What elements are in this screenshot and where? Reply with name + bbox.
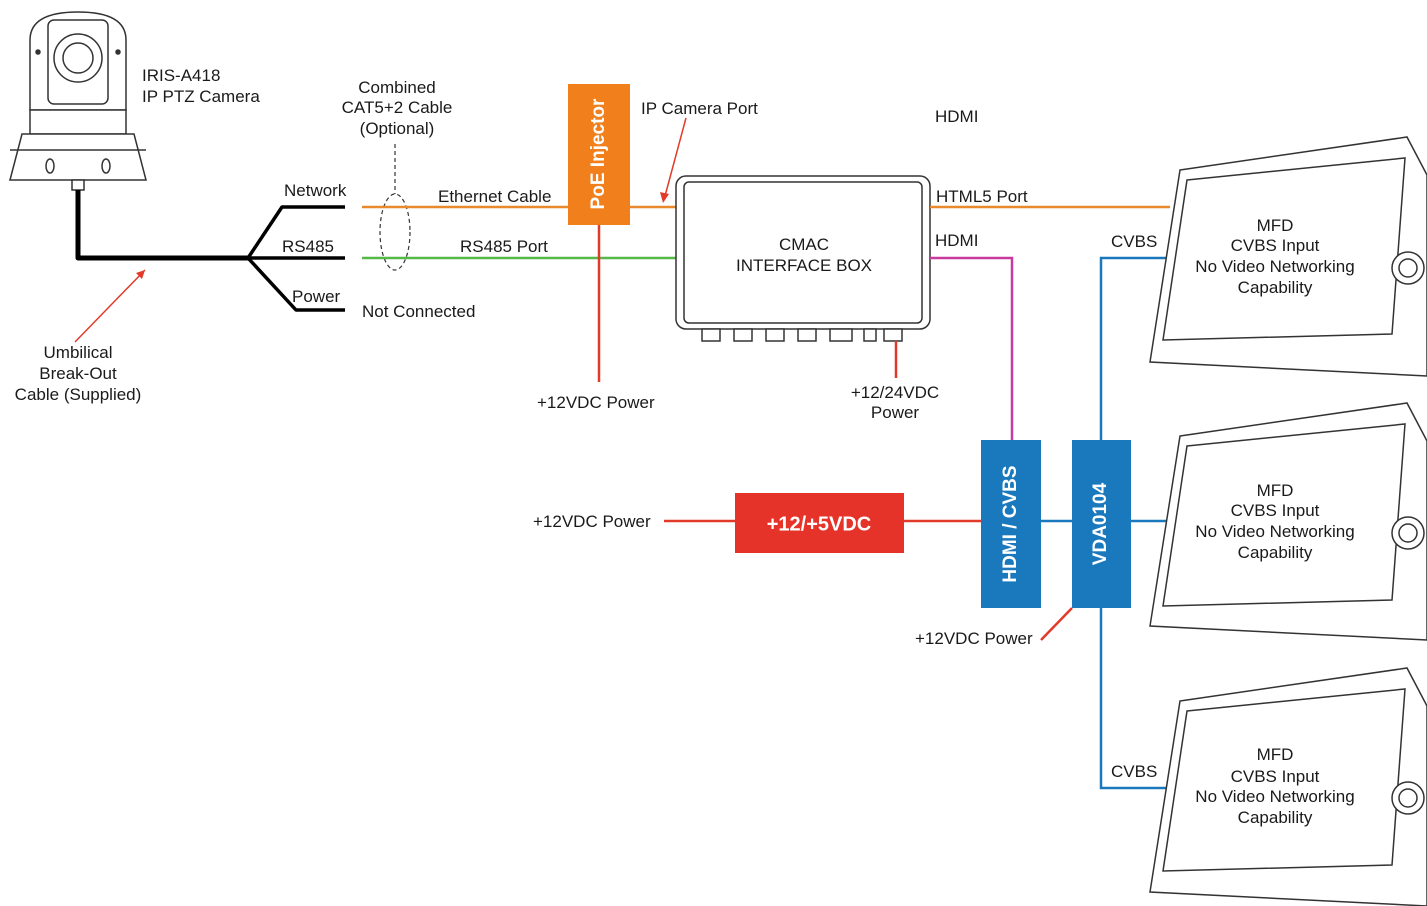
mfd-3-line3: No Video Networking <box>1195 787 1354 806</box>
umbilical-label-line3: Cable (Supplied) <box>15 385 142 404</box>
vda-box <box>1072 440 1131 608</box>
html5-port-label: HTML5 Port <box>936 187 1028 206</box>
cvbs-bottom-label: CVBS <box>1111 762 1157 781</box>
umbilical-cable <box>75 190 248 261</box>
ip-camera-port-label: IP Camera Port <box>641 99 758 118</box>
camera-label-line1: IRIS-A418 <box>142 66 220 85</box>
mfd-2-line3: No Video Networking <box>1195 522 1354 541</box>
ethernet-cable-label: Ethernet Cable <box>438 187 551 206</box>
mfd-display-icon <box>1149 136 1427 377</box>
poe-injector-label: PoE Injector <box>588 98 609 209</box>
cvbs-top-feed-line <box>1099 256 1170 440</box>
cvbs-bottom-feed-line <box>1099 608 1170 790</box>
mfd-1-line4: Capability <box>1238 278 1313 297</box>
mfd-display-3: MFD CVBS Input No Video Networking Capab… <box>1149 667 1427 906</box>
hdmi-out-label: HDMI <box>935 231 978 250</box>
rs485-port-label: RS485 Port <box>460 237 548 256</box>
breakout-branches <box>246 205 345 312</box>
combined-cable-line3: (Optional) <box>360 119 435 138</box>
cmac-label-line2: INTERFACE BOX <box>736 256 872 275</box>
converter-box <box>735 493 904 553</box>
hdmi-cvbs-label: HDMI / CVBS <box>1000 465 1021 582</box>
mfd-display-icon <box>1149 667 1427 906</box>
mfd-display-2: MFD CVBS Input No Video Networking Capab… <box>1149 402 1427 641</box>
mfd-1-line3: No Video Networking <box>1195 257 1354 276</box>
breakout-power-label: Power <box>292 287 341 306</box>
mfd-1-line2: CVBS Input <box>1231 236 1320 255</box>
mfd-2-line4: Capability <box>1238 543 1313 562</box>
mfd-3-line4: Capability <box>1238 808 1313 827</box>
cmac-label-line1: CMAC <box>779 235 829 254</box>
hdmi-cvbs-box <box>981 440 1041 608</box>
hdmi-out-line <box>930 256 1014 440</box>
combined-cable-line1: Combined <box>358 78 436 97</box>
ip-camera-port-arrowhead-icon <box>660 192 669 203</box>
combined-cable-bundle-icon <box>379 193 411 271</box>
not-connected-label: Not Connected <box>362 302 475 321</box>
breakout-rs485-label: RS485 <box>282 237 334 256</box>
cmac-power-line2: Power <box>871 403 920 422</box>
combined-cable-line2: CAT5+2 Cable <box>342 98 453 117</box>
cmac-interface-box-icon <box>675 175 931 342</box>
vda-power-label: +12VDC Power <box>915 629 1033 648</box>
hdmi-top-label: HDMI <box>935 107 978 126</box>
umbilical-pointer-arrow <box>74 269 146 343</box>
ip-camera-port-pointer <box>664 117 687 197</box>
mfd-display-icon <box>1149 402 1427 641</box>
umbilical-arrowhead-icon <box>136 270 145 279</box>
converter-label: +12/+5VDC <box>767 513 872 535</box>
mfd-1-line1: MFD <box>1257 216 1294 235</box>
breakout-network-label: Network <box>284 181 347 200</box>
umbilical-label-line1: Umbilical <box>44 343 113 362</box>
mfd-3-line1: MFD <box>1257 745 1294 764</box>
umbilical-label-line2: Break-Out <box>39 364 117 383</box>
cvbs-top-label: CVBS <box>1111 232 1157 251</box>
vda-power-line <box>1040 607 1073 641</box>
vda-label: VDA0104 <box>1090 482 1111 565</box>
mfd-display-1: MFD CVBS Input No Video Networking Capab… <box>1149 136 1427 377</box>
poe-power-label: +12VDC Power <box>537 393 655 412</box>
mfd-2-line1: MFD <box>1257 481 1294 500</box>
cmac-power-line1: +12/24VDC <box>851 383 939 402</box>
converter-power-label: +12VDC Power <box>533 512 651 531</box>
camera-label-line2: IP PTZ Camera <box>142 87 260 106</box>
mfd-3-line2: CVBS Input <box>1231 767 1320 786</box>
mfd-2-line2: CVBS Input <box>1231 501 1320 520</box>
poe-injector-box <box>568 84 630 225</box>
ptz-camera-icon <box>9 11 147 191</box>
